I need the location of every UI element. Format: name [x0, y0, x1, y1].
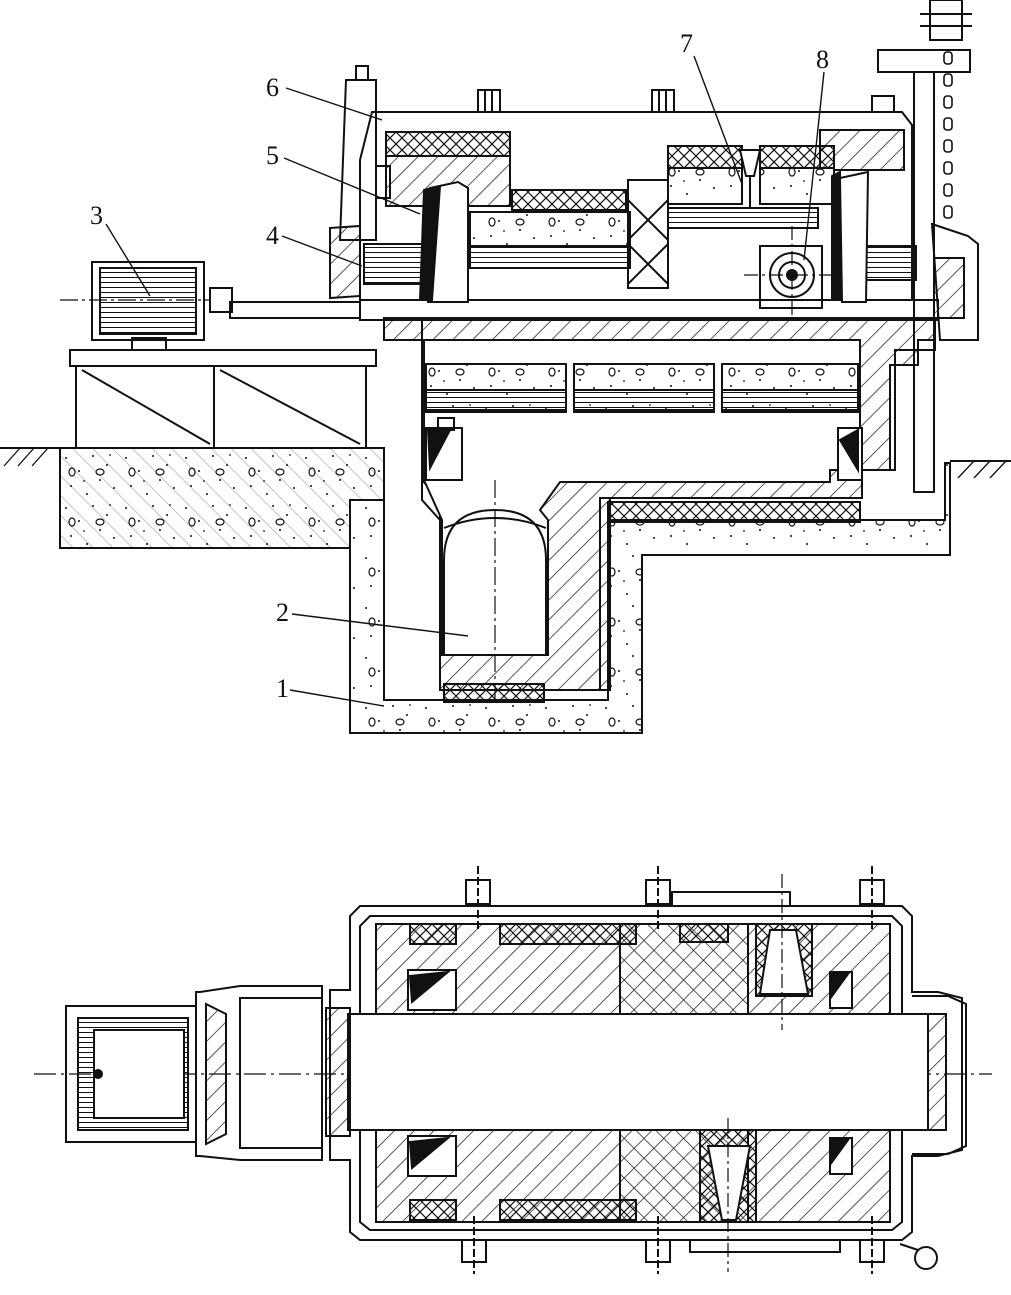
- chain-hoist: [877, 0, 979, 493]
- callout-7: 7: [680, 29, 693, 58]
- plan-drive-unit: [65, 985, 323, 1161]
- callout-2: 2: [276, 598, 289, 627]
- callout-5: 5: [266, 141, 279, 170]
- left-column: [338, 79, 377, 241]
- callout-4: 4: [266, 221, 279, 250]
- support-frame: [69, 349, 377, 449]
- callout-8: 8: [816, 45, 829, 74]
- gas-nozzle: [738, 149, 762, 177]
- drive-motor: [60, 261, 361, 351]
- upper-housing: [359, 111, 913, 301]
- outer-wall-left: [384, 318, 936, 691]
- callout-6: 6: [266, 73, 279, 102]
- pit-concrete-liner: [349, 462, 951, 734]
- leader-lines: [105, 55, 825, 707]
- plan-section-view: [34, 866, 992, 1274]
- bottom-insulation: [607, 501, 861, 523]
- plan-bolts-top: [465, 866, 885, 930]
- plan-bore: [347, 1013, 929, 1131]
- callout-labels: 1 2 3 4 5 6 7 8: [90, 29, 829, 703]
- heating-elements: [425, 363, 859, 413]
- plan-bolts-bottom: [461, 1216, 938, 1274]
- callout-3: 3: [90, 201, 103, 230]
- ground-line: [0, 447, 1011, 479]
- plan-end-cap: [912, 995, 967, 1155]
- pusher-plate-right: [838, 170, 870, 303]
- pit-bottom-block: [443, 683, 545, 703]
- foundation-hatch: [60, 448, 384, 548]
- left-bracket: [329, 224, 361, 300]
- roller-left: [363, 243, 425, 285]
- callout-1: 1: [276, 674, 289, 703]
- side-section-view: [0, 0, 1011, 734]
- plan-outer-housing: [329, 905, 963, 1241]
- bearing-assembly: [744, 226, 838, 318]
